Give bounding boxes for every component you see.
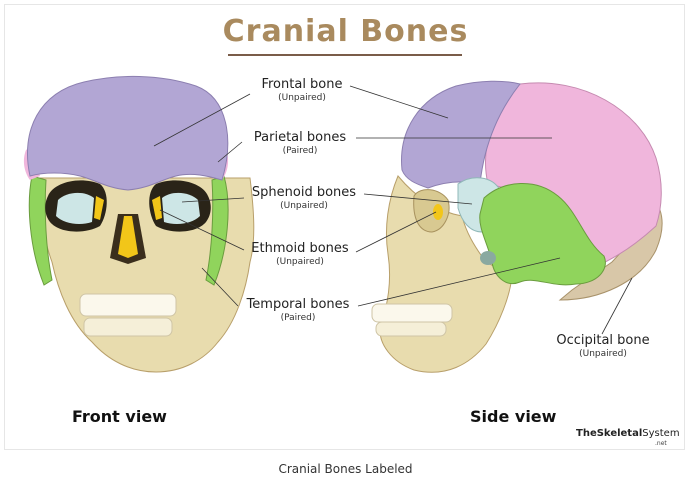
leader-sphenoid-front [181,197,245,203]
front-view-label: Front view [72,407,167,426]
side-lower-teeth [375,321,447,337]
leader-temporal-side [357,257,561,307]
label-sphenoid-name: Sphenoid bones [251,185,357,200]
label-frontal: Frontal bone (Unpaired) [252,78,352,103]
brand-part-skeletal: Skeletal [596,428,643,439]
side-ethmoid-bone [433,204,443,220]
front-temporal-left [28,175,53,286]
brand-suffix: .net [655,440,667,447]
label-temporal-name: Temporal bones [246,297,350,312]
label-occipital-note: (Unpaired) [579,349,627,359]
front-ethmoid-right [152,196,162,220]
front-sphenoid-left [56,192,94,224]
front-lower-teeth [83,317,173,337]
leader-frontal-front [153,93,251,147]
label-temporal: Temporal bones (Paired) [238,298,358,323]
leader-sphenoid-side [363,193,473,205]
leader-temporal-front [201,267,239,307]
label-ethmoid-note: (Unpaired) [276,257,324,267]
front-ethmoid-left [94,196,104,220]
leader-lines [153,85,633,335]
label-ethmoid-name: Ethmoid bones [251,241,349,256]
front-sphenoid-right [162,192,200,224]
label-parietal-note: (Paired) [282,146,318,156]
side-view-label: Side view [470,407,557,426]
label-sphenoid: Sphenoid bones (Unpaired) [244,186,364,211]
side-ear-canal [480,251,496,265]
label-sphenoid-note: (Unpaired) [280,201,328,211]
label-temporal-note: (Paired) [280,313,316,323]
brand-part-system: System [642,428,680,439]
front-frontal-bone [26,75,229,191]
label-ethmoid: Ethmoid bones (Unpaired) [244,242,356,267]
label-frontal-note: (Unpaired) [278,93,326,103]
label-occipital-name: Occipital bone [556,333,650,348]
diagram-title: Cranial Bones [222,14,469,49]
side-upper-teeth [371,303,453,323]
front-skull [23,75,255,373]
brand-logo: TheSkeletalSystem [576,429,680,439]
leader-parietal-front [217,141,243,163]
leader-frontal-side [349,85,449,119]
figure-caption: Cranial Bones Labeled [278,462,413,476]
label-occipital: Occipital bone (Unpaired) [546,334,660,359]
title-underline [228,54,462,56]
side-frontal-bone [401,80,521,189]
side-eye-socket [413,189,450,233]
front-nasal-ethmoid [118,216,138,258]
label-parietal-name: Parietal bones [253,130,347,145]
label-frontal-name: Frontal bone [261,77,343,92]
front-temporal-right [205,175,229,286]
label-parietal: Parietal bones (Paired) [246,131,354,156]
leader-occipital-side [601,277,633,335]
side-skull [371,80,663,373]
leader-ethmoid-front [159,209,245,251]
front-upper-teeth [79,293,177,317]
leader-ethmoid-side [355,211,437,253]
brand-part-the: The [576,428,597,439]
